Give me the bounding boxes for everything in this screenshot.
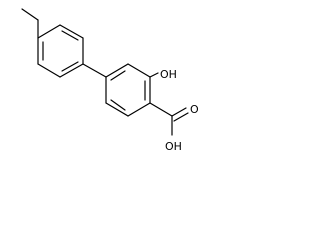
ring2-bond-4	[127, 102, 151, 117]
ring1-bond-1	[37, 24, 61, 39]
hydroxyl-bond	[149, 72, 159, 78]
ethyl-group	[21, 8, 39, 39]
carboxyl-hydroxyl-label: OH	[165, 140, 182, 153]
ring1-double-bond-2	[61, 61, 79, 72]
ring2-bond-2	[127, 63, 151, 78]
biaryl-bond	[82, 63, 107, 78]
ring1-bond-5	[37, 63, 61, 78]
hydroxyl-label: OH	[160, 68, 177, 81]
ring1-bond-4	[59, 63, 84, 78]
carbonyl-bond-inner	[173, 112, 189, 122]
carbonyl-bond-outer	[171, 107, 187, 117]
carboxylic-acid-group	[149, 102, 189, 136]
ring2-bond-1	[105, 63, 129, 78]
ring2-bond-5	[105, 102, 129, 117]
ring2-double-bond-3	[110, 99, 126, 111]
ring1-bond-2	[59, 24, 84, 39]
benzoic-acid-ring	[105, 63, 151, 117]
ethylphenyl-ring	[37, 24, 84, 78]
ethyl-terminal-bond	[21, 8, 39, 21]
ring1-double-bond-1	[61, 30, 79, 41]
carbonyl-oxygen-label: O	[190, 103, 199, 116]
carboxyl-carbon-bond	[149, 102, 173, 117]
ring2-double-bond-1	[110, 70, 126, 81]
chemical-structure-diagram: OH O OH	[21, 8, 199, 153]
